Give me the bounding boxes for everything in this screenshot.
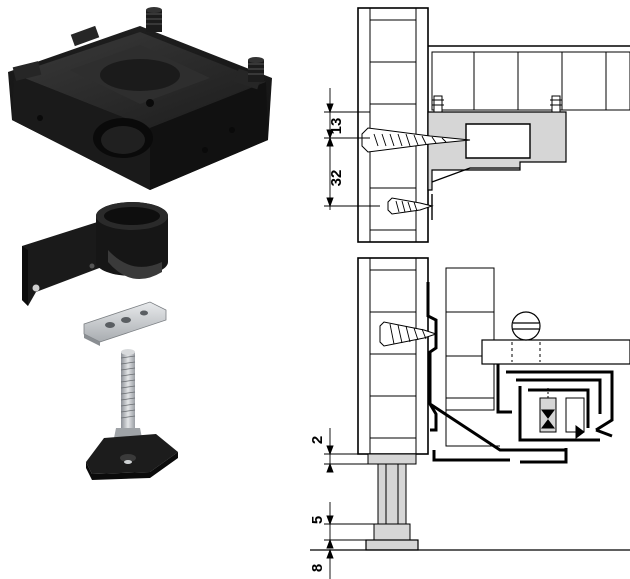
threaded-stud-top — [146, 7, 162, 32]
product-parts-illustration — [8, 7, 272, 480]
dimension-label-2: 2 — [309, 436, 326, 444]
leveling-foot — [86, 349, 178, 480]
dimension-label-8: 8 — [309, 564, 326, 572]
metal-slide-plate — [83, 301, 167, 346]
leveling-foot-section — [310, 453, 630, 551]
wood-screw-lower — [387, 194, 434, 220]
dimension-8 — [326, 548, 334, 579]
upper-drawer-box — [428, 45, 630, 111]
dimension-label-13: 13 — [328, 118, 345, 135]
adjustment-screw-head — [511, 311, 541, 362]
wood-screw-upper — [361, 127, 471, 153]
wood-screw-clip — [379, 321, 438, 347]
clip-bracket-section — [426, 282, 566, 462]
dimension-13-32 — [324, 88, 380, 210]
threaded-stud-right — [248, 57, 264, 82]
lower-side-panel — [357, 257, 429, 455]
dimension-label-5: 5 — [309, 516, 326, 524]
leveling-base-block — [8, 25, 272, 190]
clip-bracket — [22, 202, 168, 306]
lower-drawer-panel — [445, 267, 630, 447]
dimension-2 — [324, 428, 378, 473]
dimension-5 — [324, 502, 374, 549]
mounting-plate-section — [427, 95, 567, 191]
dimension-label-32: 32 — [328, 170, 345, 187]
runner-rollers — [539, 388, 585, 439]
